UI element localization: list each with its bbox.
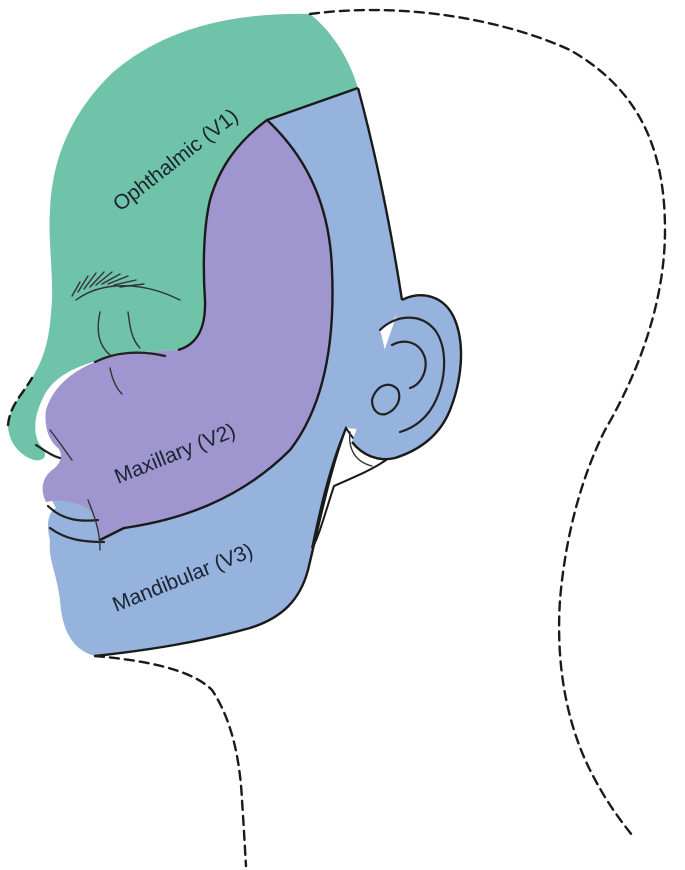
face-outline-v3 — [356, 87, 404, 301]
jawline — [94, 427, 348, 658]
ear-icon — [349, 293, 463, 467]
mouth-icon — [46, 499, 106, 551]
v2-v3-boundary — [99, 119, 334, 542]
nose-icon — [34, 429, 73, 461]
mandibular-region — [48, 88, 402, 656]
ophthalmic-region — [8, 13, 358, 461]
v1-v2-v3-boundary — [177, 86, 359, 352]
eye-icon — [93, 311, 167, 395]
eyebrow-icon — [71, 271, 181, 301]
head-outline-dashed — [308, 8, 667, 837]
neck-outline-dashed — [93, 654, 248, 868]
maxillary-region — [42, 120, 333, 540]
forehead-outline-dashed — [6, 376, 34, 427]
